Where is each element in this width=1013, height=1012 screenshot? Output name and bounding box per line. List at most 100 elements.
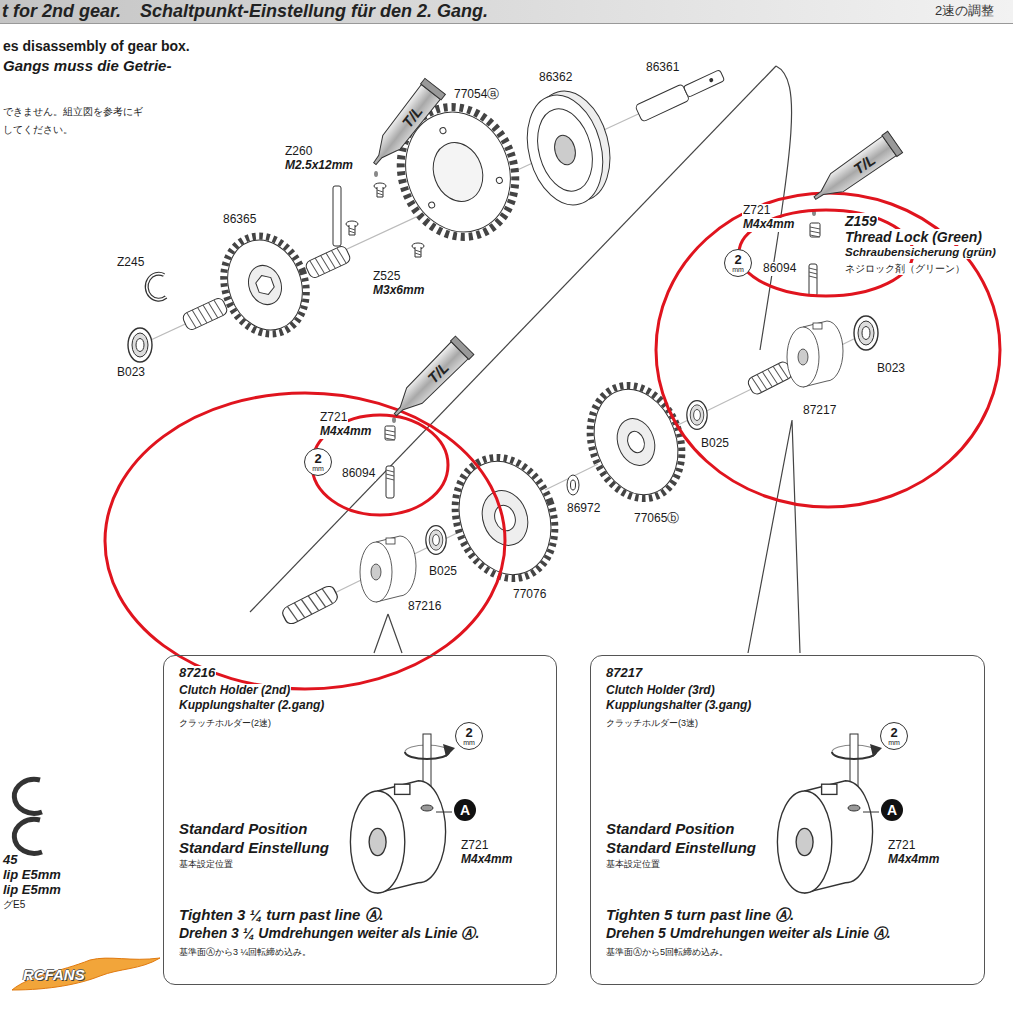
tool-size-icon: 2mm bbox=[304, 448, 332, 476]
part-number: Z721 bbox=[319, 411, 348, 425]
spring bbox=[280, 584, 339, 626]
screw bbox=[412, 243, 424, 257]
panel-text: Standard Einstellung bbox=[178, 839, 330, 856]
part-number: 45 bbox=[2, 853, 18, 868]
pin bbox=[809, 264, 817, 296]
glue-tube: T/L bbox=[384, 334, 476, 426]
pin bbox=[386, 466, 394, 498]
tool-size: 2 bbox=[465, 726, 472, 739]
spec-label: Thread Lock (Green) bbox=[844, 229, 983, 245]
screw bbox=[346, 221, 358, 235]
tool-size: 2 bbox=[890, 726, 897, 739]
tube-body bbox=[365, 85, 440, 171]
watermark-flame bbox=[12, 958, 160, 990]
header-text: Schaltpunkt-Einstellung für den 2. Gang. bbox=[140, 1, 488, 22]
part-number: 87216 bbox=[407, 600, 442, 614]
tool-size: 2 bbox=[734, 253, 741, 266]
tube-crimp bbox=[451, 336, 474, 359]
panel-text: Standard Einstellung bbox=[605, 839, 757, 856]
part-number: 77065ⓑ bbox=[633, 512, 680, 526]
tool-size-icon: 2mm bbox=[724, 249, 752, 277]
set-screw bbox=[810, 223, 820, 237]
spec-label: グE5 bbox=[2, 899, 26, 911]
part-number: B025 bbox=[700, 437, 730, 451]
spring bbox=[304, 245, 351, 280]
part-number: B023 bbox=[116, 366, 146, 380]
bearing bbox=[426, 526, 446, 555]
panel-text: Standard Position bbox=[605, 820, 735, 837]
gear bbox=[575, 372, 697, 511]
part-number: 77076 bbox=[512, 588, 547, 602]
panel-text: M4x4mm bbox=[460, 853, 513, 867]
washer bbox=[567, 475, 579, 495]
spec-label: M4x4mm bbox=[319, 425, 372, 439]
panel-text: 87216 bbox=[178, 666, 216, 681]
tool-size-icon: 2mm bbox=[880, 722, 908, 750]
reference-mark: A bbox=[881, 799, 903, 821]
tool-size-icon: 2mm bbox=[455, 722, 483, 750]
reference-letter: A bbox=[460, 803, 470, 817]
header-text: t for 2nd gear. bbox=[2, 1, 121, 22]
panel-text: 基準面Ⓐから3 ¼回転締め込み。 bbox=[178, 947, 312, 957]
part-number: 86094 bbox=[762, 262, 797, 276]
glue-drop bbox=[374, 171, 816, 423]
note-text: できません。組立図を参考にギ bbox=[2, 106, 144, 118]
spring bbox=[746, 360, 793, 396]
panel-text: Standard Position bbox=[178, 820, 308, 837]
panel-text: M4x4mm bbox=[887, 853, 940, 867]
watermark: RCFANS bbox=[22, 966, 86, 983]
hub bbox=[515, 83, 622, 214]
tool-size: mm bbox=[888, 739, 900, 746]
spec-label: Schraubensicherung (grün) bbox=[844, 246, 997, 259]
screw bbox=[374, 183, 386, 197]
part-number: 86361 bbox=[645, 61, 680, 75]
spring bbox=[181, 297, 228, 332]
panel-text: クラッチホルダー(3速) bbox=[605, 718, 699, 728]
spec-label: lip E5mm bbox=[2, 883, 62, 898]
part-number: 86972 bbox=[566, 502, 601, 516]
panel-text: 基準面Ⓐから5回転締め込み。 bbox=[605, 947, 729, 957]
panel-text: Tighten 3 ¼ turn past line Ⓐ. bbox=[178, 906, 385, 923]
part-number: Z159 bbox=[844, 213, 878, 229]
part-number: B023 bbox=[876, 362, 906, 376]
reference-letter: A bbox=[887, 803, 897, 817]
reference-mark: A bbox=[454, 799, 476, 821]
panel-text: Drehen 5 Umdrehungen weiter als Linie Ⓐ. bbox=[605, 925, 892, 941]
e-clip-large bbox=[14, 779, 42, 853]
part-number: Z525 bbox=[372, 270, 401, 284]
e-clip bbox=[147, 274, 166, 300]
gear bbox=[439, 443, 572, 592]
tube-body bbox=[387, 342, 468, 423]
clutch-holder bbox=[787, 321, 843, 387]
panel-text: 基本設定位置 bbox=[178, 859, 234, 869]
spec-label: M3x6mm bbox=[372, 284, 425, 298]
tube-crimp bbox=[421, 78, 446, 100]
panel-text: Clutch Holder (3rd) bbox=[605, 684, 716, 698]
tool-size: mm bbox=[463, 739, 475, 746]
header-band: t for 2nd gear. Schaltpunkt-Einstellung f… bbox=[0, 0, 1013, 24]
gear bbox=[210, 224, 319, 345]
part-number: Z245 bbox=[116, 256, 145, 270]
tube-crimp bbox=[882, 131, 903, 156]
tool-size: mm bbox=[312, 465, 324, 472]
part-number: 77054ⓐ bbox=[453, 88, 500, 102]
header-text: 2速の調整 bbox=[935, 4, 994, 19]
part-number: 86362 bbox=[538, 71, 573, 85]
spec-label: ネジロック剤（グリーン） bbox=[844, 263, 966, 275]
panel-text: クラッチホルダー(2速) bbox=[178, 718, 272, 728]
part-number: Z721 bbox=[742, 204, 771, 218]
panel-text: Drehen 3 ¼ Umdrehungen weiter als Linie … bbox=[178, 925, 480, 941]
panel-text: 基本設定位置 bbox=[605, 859, 661, 869]
part-number: Z260 bbox=[284, 145, 313, 159]
shaft bbox=[635, 67, 726, 122]
tool-size: mm bbox=[732, 266, 744, 273]
panel-text: Kupplungshalter (2.gang) bbox=[178, 699, 325, 713]
note-text: Gangs muss die Getrie- bbox=[2, 57, 172, 74]
highlight-ring bbox=[105, 193, 1000, 689]
bearing bbox=[687, 401, 707, 430]
panel-text: Z721 bbox=[460, 839, 489, 853]
detail-panel: 87217Clutch Holder (3rd)Kupplungshalter … bbox=[590, 655, 985, 985]
gear bbox=[383, 91, 533, 253]
tube-body bbox=[808, 136, 896, 208]
